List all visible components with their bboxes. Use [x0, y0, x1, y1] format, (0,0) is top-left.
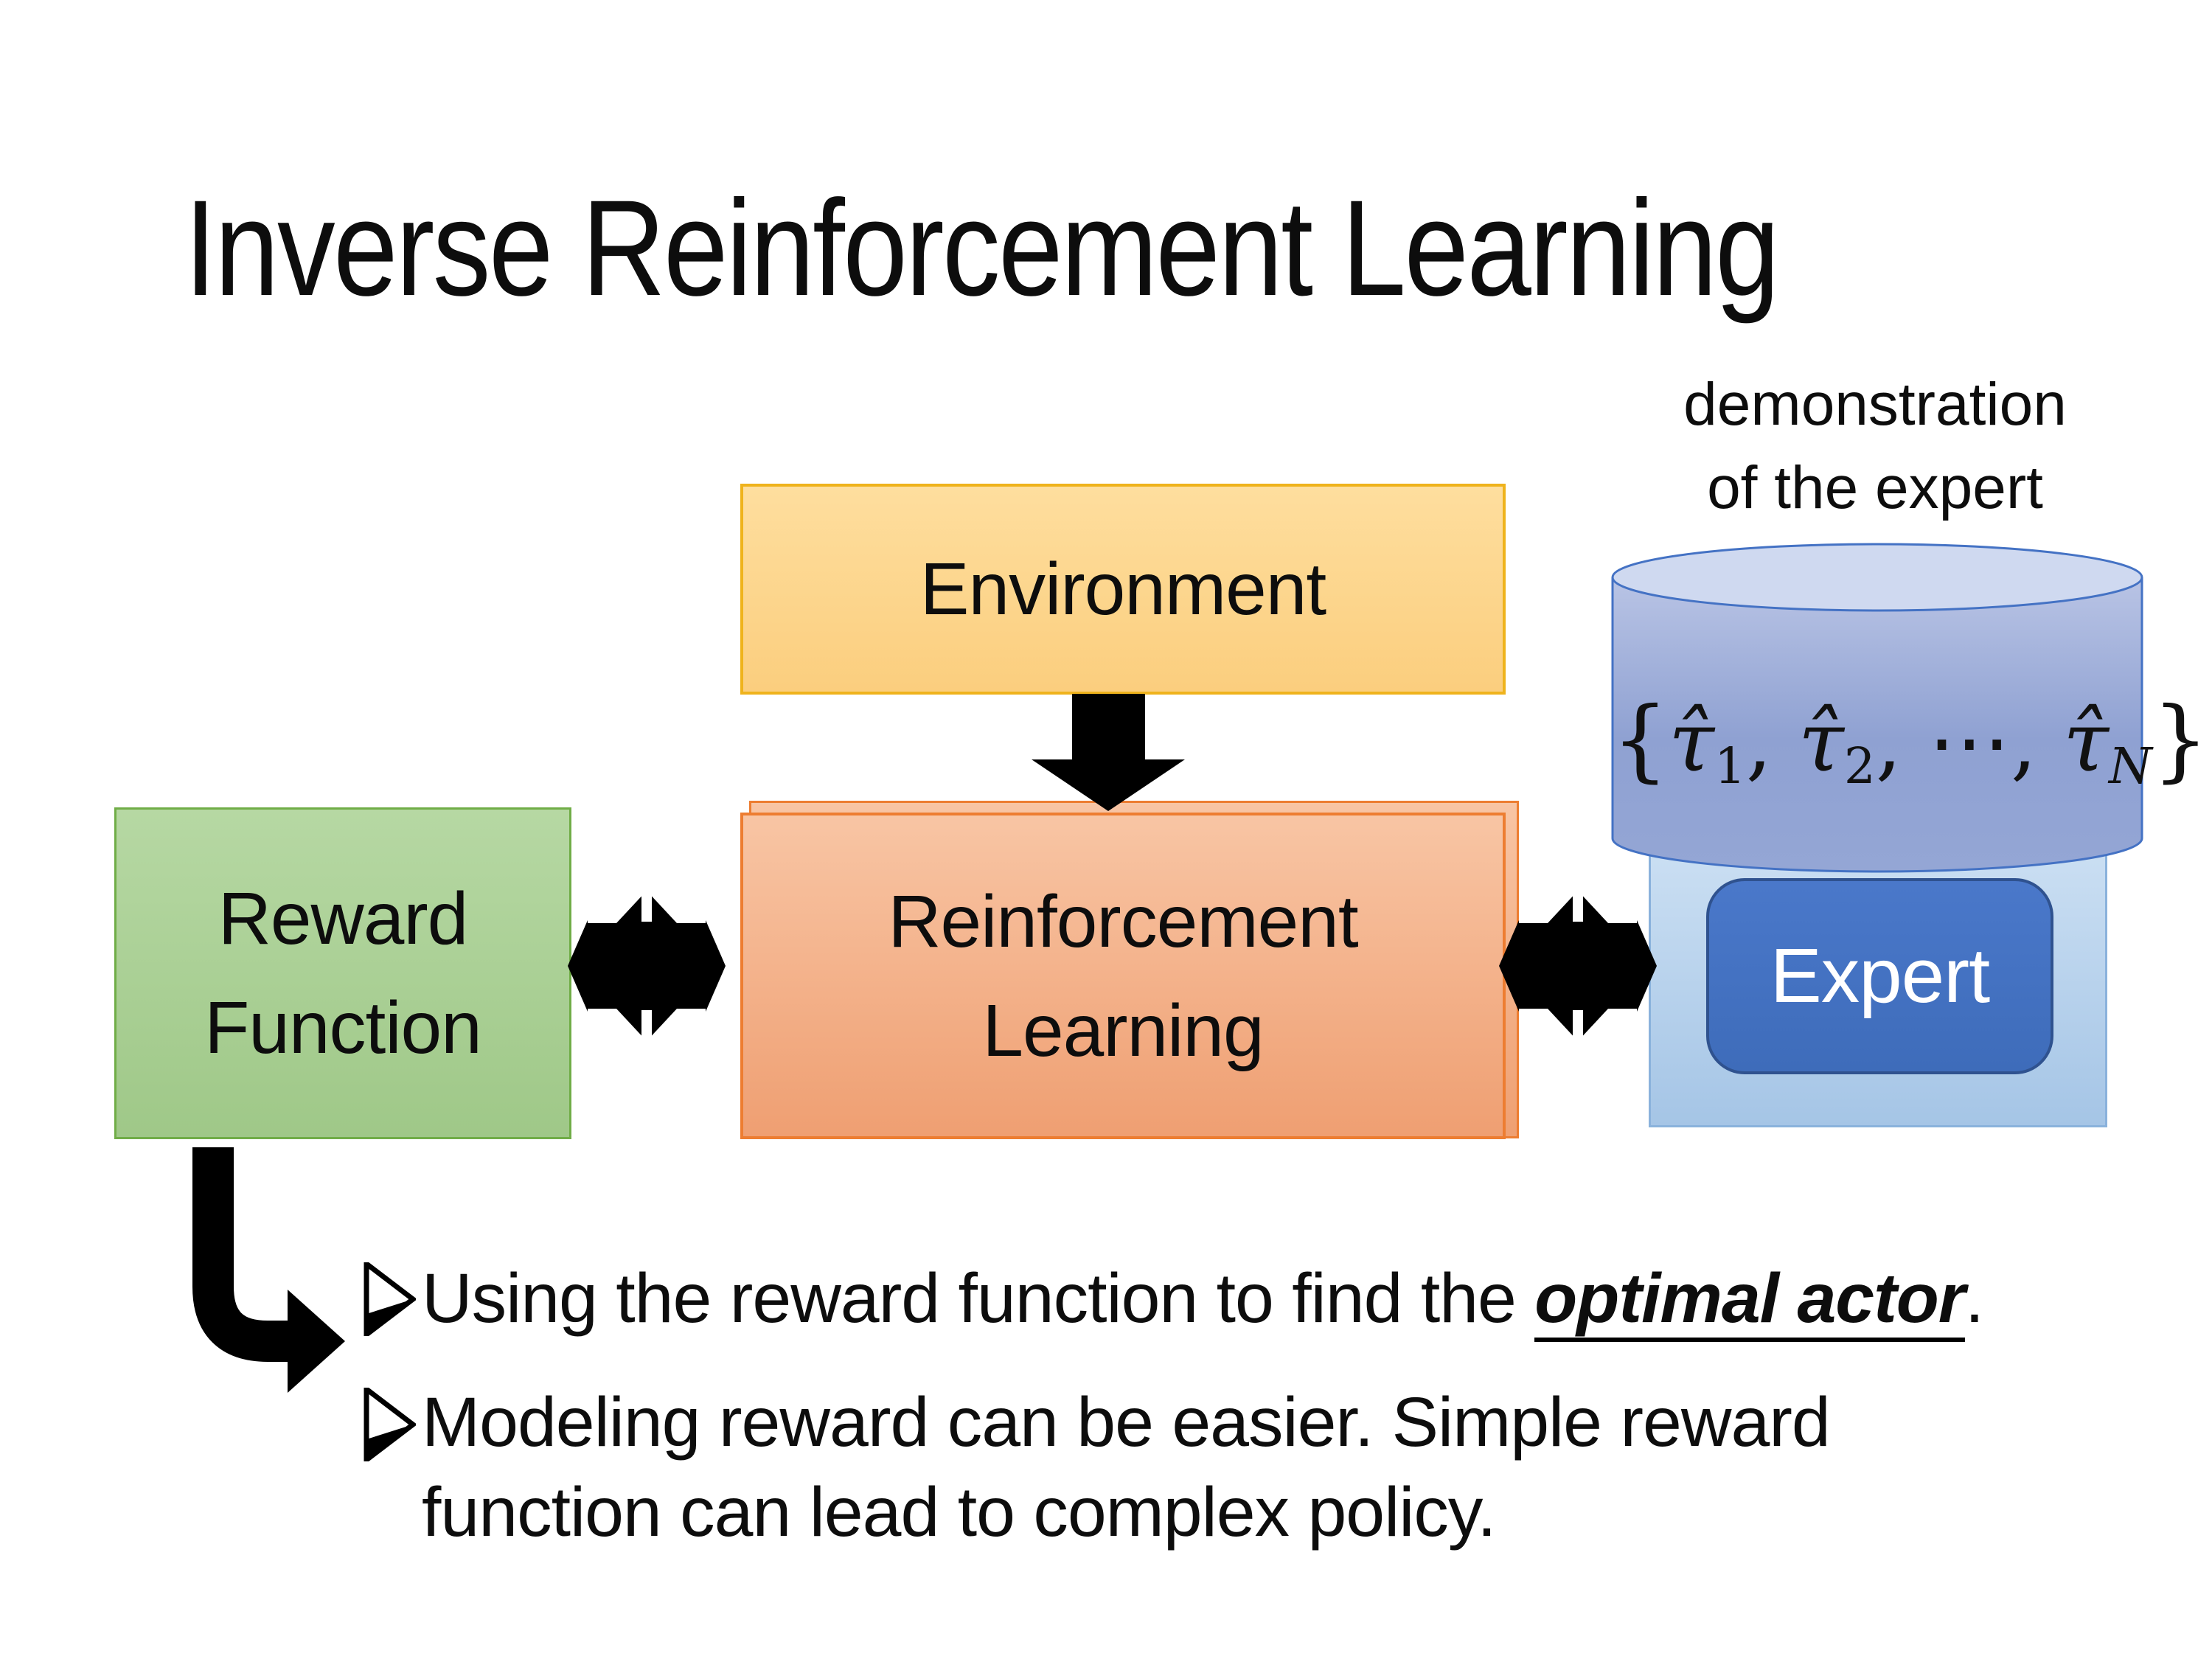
reward-label-line1: Reward — [218, 877, 469, 960]
demonstration-annotation-line2: of the expert — [1707, 454, 2043, 522]
elbow-arrow-icon — [192, 1147, 345, 1393]
environment-label: Environment — [919, 548, 1326, 630]
down-arrow-icon — [1032, 694, 1185, 811]
reinforcement-learning-box: Reinforcement Learning — [740, 813, 1506, 1139]
double-arrow-right-icon — [1499, 889, 1657, 1043]
bullet-arrowhead-icon — [364, 1388, 416, 1461]
rl-label-line2: Learning — [982, 989, 1264, 1072]
cylinder-top — [1611, 543, 2143, 612]
bullet1-suffix: . — [1964, 1259, 1984, 1338]
expert-box: Expert — [1706, 878, 2053, 1074]
rl-label-line1: Reinforcement — [888, 880, 1358, 963]
environment-box: Environment — [740, 484, 1506, 695]
page-title: Inverse Reinforcement Learning — [184, 173, 1780, 324]
bullet-optimal-actor: Using the reward function to find the op… — [422, 1253, 1984, 1343]
bullet1-highlight: optimal actor — [1534, 1259, 1966, 1342]
reward-function-box: Reward Function — [114, 807, 571, 1139]
bullet2-line2: function can lead to complex policy. — [422, 1473, 1497, 1551]
bullet2-line1: Modeling reward can be easier. Simple re… — [422, 1383, 1831, 1461]
double-arrow-left-icon — [568, 889, 726, 1043]
bullet-modeling-reward: Modeling reward can be easier. Simple re… — [422, 1377, 1831, 1557]
bullet1-prefix: Using the reward function to find the — [422, 1259, 1535, 1338]
expert-label: Expert — [1770, 933, 1990, 1019]
demonstration-annotation-line1: demonstration — [1683, 371, 2067, 438]
demonstration-annotation: demonstration of the expert — [1543, 363, 2207, 529]
trajectory-set-formula: {τ̂1, τ̂2, ⋯, τ̂N} — [1612, 688, 2209, 795]
bullet-arrowhead-icon — [364, 1262, 416, 1336]
reward-label-line2: Function — [204, 987, 482, 1069]
